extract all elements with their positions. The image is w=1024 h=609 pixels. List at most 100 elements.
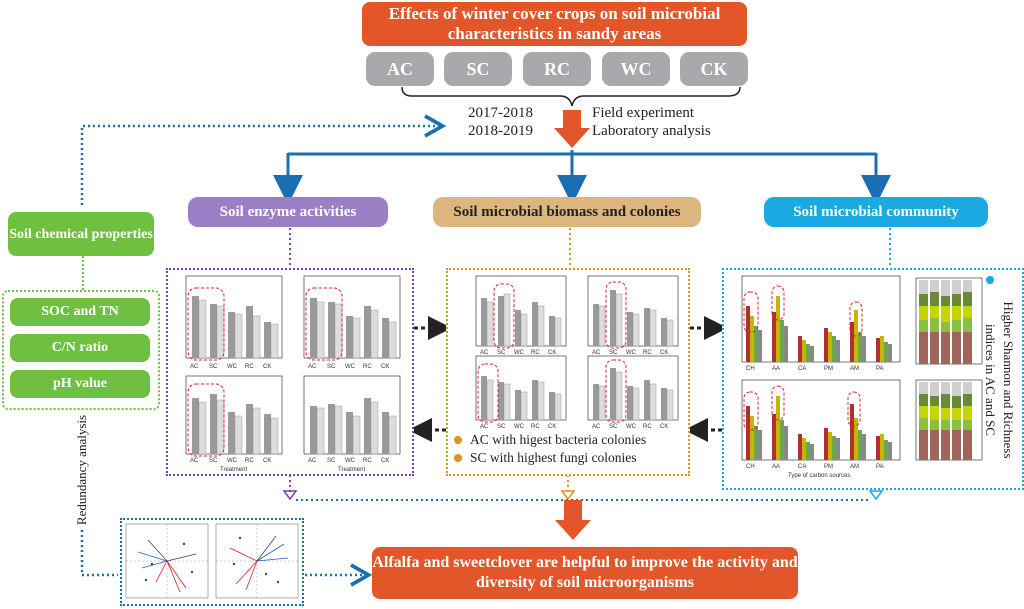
rda-plot-2 <box>215 523 299 599</box>
community-b-xtick-2: CA <box>798 464 806 470</box>
enzyme-c-xtick-4: CK <box>263 458 271 464</box>
community-chart-a: CH AA CA PM AM PA <box>741 275 901 372</box>
community-a-xtick-1: AA <box>772 366 780 372</box>
biomass-note-1: AC with higest bacteria colonies <box>470 432 647 447</box>
enzyme-d-xlabel: Treatment <box>338 467 365 473</box>
biomass-b-xtick-2: WC <box>626 350 637 356</box>
enzyme-chart-b: AC SC WC RC CK <box>303 275 401 370</box>
biomass-a-xtick-4: CK <box>548 350 556 356</box>
community-note-2: indices in AC and SC <box>983 324 998 436</box>
enzyme-a-xtick-2: WC <box>227 364 238 370</box>
biomass-a-xtick-2: WC <box>514 350 525 356</box>
biomass-c-xtick-1: SC <box>497 424 506 430</box>
enzyme-panel: AC SC WC RC CK AC SC WC RC CK <box>166 268 414 476</box>
biomass-b-xtick-3: RC <box>643 350 652 356</box>
enzyme-a-xtick-4: CK <box>263 364 271 370</box>
enzyme-b-xtick-3: RC <box>363 364 372 370</box>
conclusion-box: Alfalfa and sweetclover are helpful to i… <box>372 547 798 599</box>
rda-plots <box>125 523 299 599</box>
biomass-b-xtick-0: AC <box>592 350 601 356</box>
enzyme-chart-a: AC SC WC RC CK <box>185 275 283 370</box>
community-chart-b: CH AA CA PM AM PA Type of carbon sources <box>741 379 901 479</box>
biomass-c-xtick-0: AC <box>480 424 489 430</box>
community-b-xtick-5: PA <box>876 464 884 470</box>
biomass-panel: AC SC WC RC CK AC SC WC RC CK AC SC WC R… <box>446 268 690 476</box>
community-a-xtick-5: PA <box>876 366 884 372</box>
enzyme-d-xtick-1: SC <box>327 458 336 464</box>
enzyme-c-xtick-0: AC <box>190 458 199 464</box>
biomass-b-xtick-4: CK <box>660 350 668 356</box>
enzyme-d-xtick-2: WC <box>345 458 356 464</box>
enzyme-d-xtick-3: RC <box>363 458 372 464</box>
redundancy-panel <box>120 518 304 606</box>
redundancy-label: Redundancy analysis <box>74 414 89 526</box>
conclusion-text: Alfalfa and sweetclover are helpful to i… <box>372 554 798 591</box>
treatment-ck: CK <box>680 52 748 86</box>
biomass-d-xtick-0: AC <box>592 424 601 430</box>
biomass-note-2: SC with highest fungi colonies <box>470 450 637 465</box>
enzyme-c-xlabel: Treatment <box>220 467 247 473</box>
community-stacked-a <box>915 277 983 365</box>
biomass-c-xtick-3: RC <box>531 424 540 430</box>
chemical-item-ph: pH value <box>10 370 150 398</box>
community-b-xlabel: Type of carbon sources <box>788 473 850 479</box>
community-b-xtick-1: AA <box>772 464 780 470</box>
title-box: Effects of winter cover crops on soil mi… <box>362 2 747 46</box>
stacked-col <box>919 280 972 364</box>
community-b-xtick-3: PM <box>824 464 833 470</box>
biomass-d-xtick-3: RC <box>643 424 652 430</box>
main-arrow-top <box>554 110 590 148</box>
enzyme-chart-d: AC SC WC RC CK Treatment <box>303 375 401 473</box>
year-1: 2017-2018 <box>468 105 533 121</box>
chemical-items-frame <box>2 290 160 410</box>
method-2: Laboratory analysis <box>592 123 711 139</box>
main-arrow-bottom <box>555 500 591 540</box>
enzyme-d-xtick-4: CK <box>381 458 389 464</box>
biomass-c-xtick-4: CK <box>548 424 556 430</box>
biomass-charts: AC SC WC RC CK AC SC WC RC CK AC SC WC R… <box>475 275 679 430</box>
section-community: Soil microbial community <box>764 197 988 227</box>
biomass-b-xtick-1: SC <box>609 350 618 356</box>
community-a-xtick-0: CH <box>746 366 755 372</box>
community-b-xtick-0: CH <box>746 464 755 470</box>
enzyme-c-xtick-3: RC <box>245 458 254 464</box>
rda-plot-1 <box>125 523 209 599</box>
title-text: Effects of winter cover crops on soil mi… <box>388 4 721 43</box>
enzyme-c-xtick-1: SC <box>209 458 218 464</box>
enzyme-b-xtick-4: CK <box>381 364 389 370</box>
community-a-xtick-3: PM <box>824 366 833 372</box>
biomass-a-xtick-0: AC <box>480 350 489 356</box>
enzyme-b-xtick-2: WC <box>345 364 356 370</box>
community-note-1: Higher Shannon and Richness <box>1001 301 1016 459</box>
treatment-sc: SC <box>444 52 512 86</box>
enzyme-b-xtick-1: SC <box>327 364 336 370</box>
biomass-c-xtick-2: WC <box>514 424 525 430</box>
biomass-chart-d: AC SC WC RC CK <box>587 355 679 430</box>
enzyme-a-xtick-1: SC <box>209 364 218 370</box>
community-note-dot <box>986 276 994 284</box>
chemical-item-cn: C/N ratio <box>10 334 150 362</box>
biomass-a-xtick-1: SC <box>497 350 506 356</box>
enzyme-b-xtick-0: AC <box>308 364 317 370</box>
biomass-chart-b: AC SC WC RC CK <box>587 275 679 356</box>
treatment-ac: AC <box>366 52 434 86</box>
treatment-rc: RC <box>523 52 591 86</box>
biomass-d-xtick-2: WC <box>626 424 637 430</box>
biomass-a-xtick-3: RC <box>531 350 540 356</box>
enzyme-c-xtick-2: WC <box>227 458 238 464</box>
community-stacked-b <box>915 379 983 461</box>
enzyme-a-xtick-3: RC <box>245 364 254 370</box>
chemical-title: Soil chemical properties <box>8 212 154 256</box>
brace <box>401 86 741 107</box>
biomass-note-dot-1 <box>454 436 462 444</box>
community-a-xtick-2: CA <box>798 366 806 372</box>
enzyme-chart-c: AC SC WC RC CK Treatment <box>185 375 283 473</box>
method-1: Field experiment <box>592 105 695 121</box>
chemical-item-soc-tn: SOC and TN <box>10 298 150 326</box>
biomass-d-xtick-4: CK <box>660 424 668 430</box>
enzyme-a-xtick-0: AC <box>190 364 199 370</box>
biomass-chart-a: AC SC WC RC CK <box>475 275 567 356</box>
section-enzyme: Soil enzyme activities <box>188 197 388 227</box>
biomass-d-xtick-1: SC <box>609 424 618 430</box>
